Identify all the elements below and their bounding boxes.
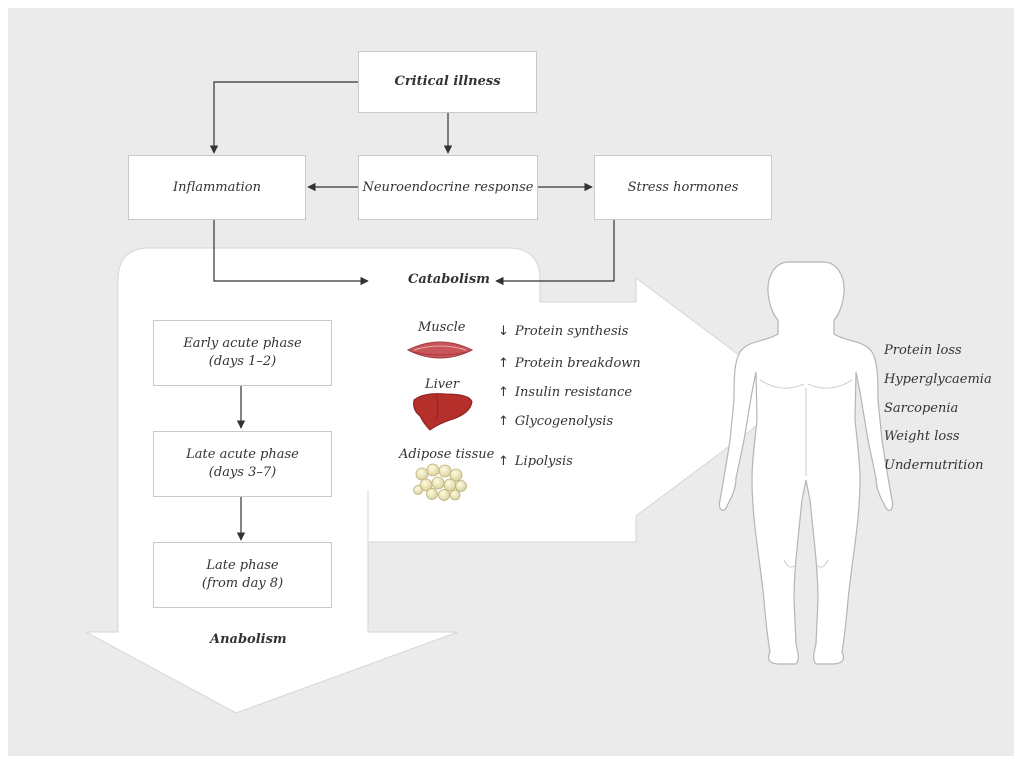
- phase-label-line1: Late phase: [206, 558, 279, 573]
- effect-insulin-resistance: ↑ Insulin resistance: [498, 385, 632, 400]
- connector-stress-to-catabolism: [495, 220, 615, 286]
- phase-label-line1: Early acute phase: [183, 336, 302, 351]
- arrow-down-icon: ↓: [498, 324, 509, 339]
- outcome-undernutrition: Undernutrition: [884, 458, 984, 473]
- muscle-icon: [406, 341, 474, 359]
- inflammation-box: Inflammation: [128, 155, 306, 220]
- neuroendocrine-response-box: Neuroendocrine response: [358, 155, 538, 220]
- organ-label-muscle: Muscle: [418, 320, 466, 335]
- inflammation-label: Inflammation: [173, 179, 261, 195]
- body-details: [759, 379, 853, 568]
- effect-label: Insulin resistance: [514, 385, 633, 400]
- outcome-protein-loss: Protein loss: [884, 343, 962, 358]
- neuroendocrine-response-label: Neuroendocrine response: [362, 179, 534, 195]
- effect-label: Lipolysis: [514, 454, 573, 469]
- outcome-hyperglycaemia: Hyperglycaemia: [884, 372, 992, 387]
- connector-critical-to-inflammation: [209, 81, 358, 154]
- phase-label-line2: (from day 8): [201, 576, 284, 591]
- arrow-up-icon: ↑: [498, 385, 509, 400]
- outcome-sarcopenia: Sarcopenia: [884, 401, 959, 416]
- effect-label: Glycogenolysis: [514, 414, 614, 429]
- phase-box-late-acute: Late acute phase (days 3–7): [153, 431, 332, 497]
- effect-protein-breakdown: ↑ Protein breakdown: [498, 356, 641, 371]
- phase-label-line1: Late acute phase: [186, 447, 299, 462]
- phase-label-line2: (days 3–7): [208, 465, 277, 480]
- organ-label-liver: Liver: [425, 377, 460, 392]
- phase-label-line2: (days 1–2): [208, 354, 277, 369]
- effect-label: Protein breakdown: [514, 356, 641, 371]
- outcome-weight-loss: Weight loss: [884, 429, 960, 444]
- stress-hormones-label: Stress hormones: [627, 179, 739, 195]
- critical-illness-box: Critical illness: [358, 51, 537, 113]
- phase-box-early-acute: Early acute phase (days 1–2): [153, 320, 332, 386]
- arrow-up-icon: ↑: [498, 454, 509, 469]
- connector-inflammation-to-catabolism: [213, 220, 369, 286]
- critical-illness-label: Critical illness: [394, 74, 501, 89]
- anabolism-label: Anabolism: [210, 632, 287, 647]
- effect-glycogenolysis: ↑ Glycogenolysis: [498, 414, 613, 429]
- phase-box-late: Late phase (from day 8): [153, 542, 332, 608]
- effect-lipolysis: ↑ Lipolysis: [498, 454, 573, 469]
- organ-label-adipose-tissue: Adipose tissue: [399, 447, 495, 462]
- adipose-tissue-icon: [413, 463, 467, 501]
- effect-label: Protein synthesis: [514, 324, 629, 339]
- arrow-up-icon: ↑: [498, 414, 509, 429]
- effect-protein-synthesis: ↓ Protein synthesis: [498, 324, 628, 339]
- catabolism-label: Catabolism: [408, 272, 490, 287]
- stress-hormones-box: Stress hormones: [594, 155, 772, 220]
- liver-icon: [413, 393, 473, 431]
- arrow-up-icon: ↑: [498, 356, 509, 371]
